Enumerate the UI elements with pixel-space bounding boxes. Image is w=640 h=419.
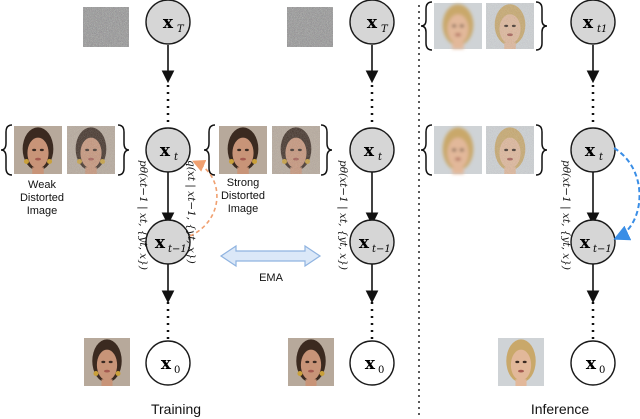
svg-text:x: x	[586, 354, 597, 374]
svg-text:x: x	[365, 354, 376, 374]
svg-text:T: T	[381, 24, 389, 35]
inference-mid-face-1	[434, 126, 482, 174]
svg-text:x: x	[359, 233, 370, 253]
inference-mid-face-2	[486, 126, 534, 174]
svg-text:Strong: Strong	[227, 177, 259, 189]
svg-text:0: 0	[599, 365, 605, 376]
svg-text:t−1: t−1	[372, 244, 391, 255]
svg-text:Distorted: Distorted	[20, 192, 64, 204]
svg-text:x: x	[367, 13, 378, 33]
node-xT-left: x T	[145, 0, 191, 45]
node-xt1-right: x t−1	[570, 219, 616, 265]
forward-noise-arrow-left	[189, 159, 218, 237]
ema-double-arrow	[219, 244, 322, 268]
svg-text:0: 0	[378, 365, 384, 376]
braces	[0, 1, 548, 176]
svg-text:T: T	[177, 24, 185, 35]
noise-image-mid	[287, 7, 333, 47]
p-theta-right-label: pθ(xt−1 | xt, {yt, x})	[559, 160, 572, 270]
svg-text:x: x	[364, 141, 375, 161]
svg-text:x: x	[583, 13, 594, 33]
p-theta-mid-label: pθ(xt−1 | xt, {yt, x})	[336, 160, 349, 270]
node-xt-right: x t	[570, 127, 616, 173]
node-x0-mid: x 0	[349, 340, 395, 386]
svg-text:t−1: t−1	[593, 244, 612, 255]
svg-text:Distorted: Distorted	[221, 190, 265, 202]
svg-text:0: 0	[174, 365, 180, 376]
svg-text:x: x	[155, 233, 166, 253]
ema-label: EMA	[259, 272, 284, 284]
inference-title: Inference	[531, 401, 590, 417]
svg-text:x: x	[161, 354, 172, 374]
svg-text:x: x	[163, 13, 174, 33]
node-xt1-right-top: x t1	[570, 0, 616, 45]
svg-text:t: t	[599, 152, 604, 163]
face-images	[14, 3, 544, 386]
svg-text:x: x	[160, 141, 171, 161]
svg-text:t: t	[378, 152, 383, 163]
strong-distorted-face-1	[219, 126, 267, 174]
weak-distorted-face-2	[67, 126, 115, 174]
p-theta-left-label: pθ(xt−1 | xt, {yt, x})	[136, 160, 149, 270]
svg-text:x: x	[580, 233, 591, 253]
node-x0-right: x 0	[570, 340, 616, 386]
svg-text:t1: t1	[597, 24, 607, 35]
node-xt-left: x t	[145, 127, 191, 173]
node-xT-mid: x T	[349, 0, 395, 45]
training-title: Training	[151, 401, 201, 417]
weak-distorted-face-1	[14, 126, 62, 174]
clean-face-mid	[288, 338, 334, 386]
strong-distorted-label: Strong Distorted Image	[221, 177, 265, 215]
svg-text:t: t	[174, 152, 179, 163]
svg-text:x: x	[585, 141, 596, 161]
svg-text:Image: Image	[27, 205, 58, 217]
node-xt-mid: x t	[349, 127, 395, 173]
svg-text:t−1: t−1	[168, 244, 187, 255]
noise-image-train	[83, 7, 129, 47]
weak-distorted-label: Weak Distorted Image	[20, 179, 64, 217]
svg-text:Weak: Weak	[28, 179, 56, 191]
clean-face-train	[84, 338, 130, 386]
restored-face-inference	[498, 338, 544, 386]
q-forward-label: q(xt | xt−1, {yt, x})	[184, 160, 197, 264]
strong-distorted-face-2	[272, 126, 320, 174]
node-xt1-left: x t−1	[145, 219, 191, 265]
node-x0-left: x 0	[145, 340, 191, 386]
inference-top-face-1	[434, 3, 482, 49]
inference-top-face-2	[486, 3, 534, 49]
node-xt1-mid: x t−1	[349, 219, 395, 265]
reverse-step-arrow-right	[613, 147, 640, 241]
svg-text:Image: Image	[228, 203, 259, 215]
